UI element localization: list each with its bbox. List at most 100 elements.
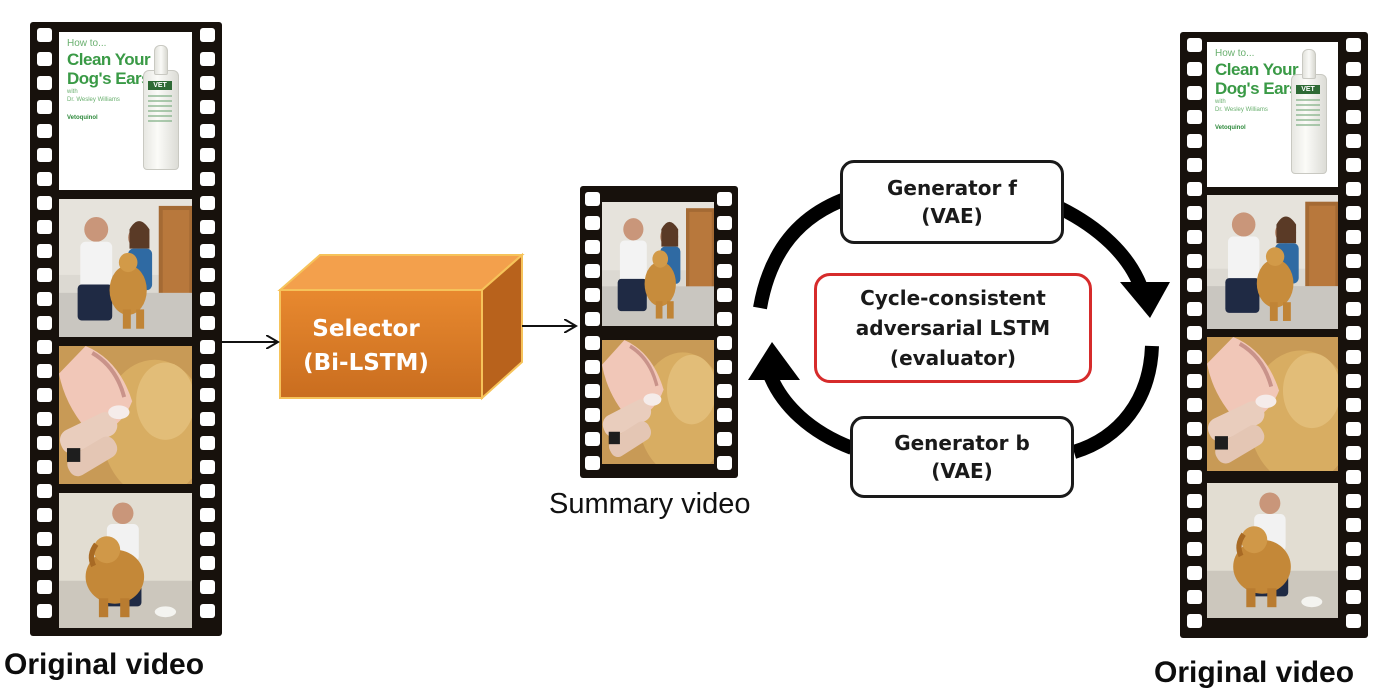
sprocket-hole bbox=[1346, 278, 1361, 292]
generator-f-title: Generator f bbox=[887, 176, 1017, 200]
sprocket-hole bbox=[200, 268, 215, 282]
cycle-arrowhead-down-icon bbox=[1120, 282, 1170, 318]
sprocket-hole bbox=[1187, 254, 1202, 268]
evaluator-line1: Cycle-consistent bbox=[860, 286, 1046, 310]
vet-with-dog-frame bbox=[602, 202, 714, 326]
sprocket-hole bbox=[717, 432, 732, 446]
sprocket-hole bbox=[37, 412, 52, 426]
sprocket-hole bbox=[1187, 86, 1202, 100]
sprocket-hole bbox=[37, 556, 52, 570]
sprocket-hole bbox=[37, 436, 52, 450]
film-sprocket-holes bbox=[717, 192, 733, 472]
sprocket-hole bbox=[200, 196, 215, 210]
sprocket-hole bbox=[1346, 158, 1361, 172]
sprocket-hole bbox=[37, 484, 52, 498]
title-card-with: with bbox=[1215, 99, 1226, 105]
sprocket-hole bbox=[1346, 38, 1361, 52]
sprocket-hole bbox=[200, 412, 215, 426]
sprocket-hole bbox=[200, 220, 215, 234]
sprocket-hole bbox=[585, 288, 600, 302]
sprocket-hole bbox=[585, 240, 600, 254]
sprocket-hole bbox=[1346, 182, 1361, 196]
title-card-brand: Vetoquinol bbox=[1215, 125, 1246, 131]
sprocket-hole bbox=[37, 220, 52, 234]
film-sprocket-holes bbox=[1346, 38, 1362, 632]
sprocket-hole bbox=[1187, 494, 1202, 508]
original-video-strip-right: How to... Clean Your Dog's Ears with Dr.… bbox=[1180, 32, 1368, 638]
sprocket-hole bbox=[1346, 206, 1361, 220]
sprocket-hole bbox=[1346, 62, 1361, 76]
sprocket-hole bbox=[1346, 590, 1361, 604]
sprocket-hole bbox=[1346, 302, 1361, 316]
ear-cleaner-bottle-icon: VET bbox=[143, 45, 179, 170]
sprocket-hole bbox=[200, 364, 215, 378]
sprocket-hole bbox=[1346, 398, 1361, 412]
sprocket-hole bbox=[717, 456, 732, 470]
sprocket-hole bbox=[200, 148, 215, 162]
film-sprocket-holes bbox=[37, 28, 53, 630]
sprocket-hole bbox=[1187, 566, 1202, 580]
sprocket-hole bbox=[1187, 518, 1202, 532]
sprocket-hole bbox=[200, 76, 215, 90]
sprocket-hole bbox=[585, 336, 600, 350]
summary-video-strip bbox=[580, 186, 738, 478]
sprocket-hole bbox=[200, 508, 215, 522]
sprocket-hole bbox=[37, 76, 52, 90]
title-card-frame: How to... Clean Your Dog's Ears with Dr.… bbox=[1207, 42, 1338, 187]
original-video-strip-left: How to... Clean Your Dog's Ears with Dr.… bbox=[30, 22, 222, 636]
sprocket-hole bbox=[1346, 470, 1361, 484]
title-card-small: How to... bbox=[67, 38, 107, 49]
sprocket-hole bbox=[37, 364, 52, 378]
sprocket-hole bbox=[37, 148, 52, 162]
sprocket-hole bbox=[200, 580, 215, 594]
sprocket-hole bbox=[200, 388, 215, 402]
selector-subtitle: (Bi-LSTM) bbox=[303, 350, 429, 376]
ear-cleaning-frame bbox=[1207, 337, 1338, 471]
sprocket-hole bbox=[37, 340, 52, 354]
sprocket-hole bbox=[200, 28, 215, 42]
sprocket-hole bbox=[37, 532, 52, 546]
vet-hugging-dog-frame bbox=[59, 493, 192, 628]
sprocket-hole bbox=[200, 244, 215, 258]
sprocket-hole bbox=[200, 556, 215, 570]
sprocket-hole bbox=[1346, 566, 1361, 580]
sprocket-hole bbox=[1187, 134, 1202, 148]
sprocket-hole bbox=[1346, 134, 1361, 148]
sprocket-hole bbox=[200, 484, 215, 498]
sprocket-hole bbox=[1187, 62, 1202, 76]
sprocket-hole bbox=[200, 436, 215, 450]
sprocket-hole bbox=[1187, 590, 1202, 604]
sprocket-hole bbox=[1187, 422, 1202, 436]
bottle-label: VET bbox=[148, 81, 172, 90]
sprocket-hole bbox=[37, 460, 52, 474]
sprocket-hole bbox=[1346, 254, 1361, 268]
sprocket-hole bbox=[37, 388, 52, 402]
sprocket-hole bbox=[37, 508, 52, 522]
sprocket-hole bbox=[1346, 110, 1361, 124]
summary-video-caption: Summary video bbox=[549, 488, 751, 520]
sprocket-hole bbox=[717, 360, 732, 374]
title-card-doctor: Dr. Wesley Williams bbox=[67, 97, 120, 103]
sprocket-hole bbox=[200, 340, 215, 354]
sprocket-hole bbox=[200, 124, 215, 138]
sprocket-hole bbox=[200, 172, 215, 186]
film-sprocket-holes bbox=[1187, 38, 1203, 632]
sprocket-hole bbox=[1346, 542, 1361, 556]
sprocket-hole bbox=[717, 408, 732, 422]
title-card-brand: Vetoquinol bbox=[67, 115, 98, 121]
sprocket-hole bbox=[1346, 230, 1361, 244]
sprocket-hole bbox=[37, 316, 52, 330]
sprocket-hole bbox=[37, 292, 52, 306]
sprocket-hole bbox=[1187, 182, 1202, 196]
evaluator-line3: (evaluator) bbox=[889, 346, 1017, 370]
sprocket-hole bbox=[1187, 374, 1202, 388]
generator-f-box: Generator f (VAE) bbox=[840, 160, 1064, 244]
title-card-small: How to... bbox=[1215, 48, 1255, 59]
sprocket-hole bbox=[200, 52, 215, 66]
sprocket-hole bbox=[200, 604, 215, 618]
sprocket-hole bbox=[1187, 38, 1202, 52]
sprocket-hole bbox=[37, 172, 52, 186]
title-card-frame: How to... Clean Your Dog's Ears with Dr.… bbox=[59, 32, 192, 190]
generator-f-subtitle: (VAE) bbox=[921, 204, 983, 228]
sprocket-hole bbox=[585, 192, 600, 206]
